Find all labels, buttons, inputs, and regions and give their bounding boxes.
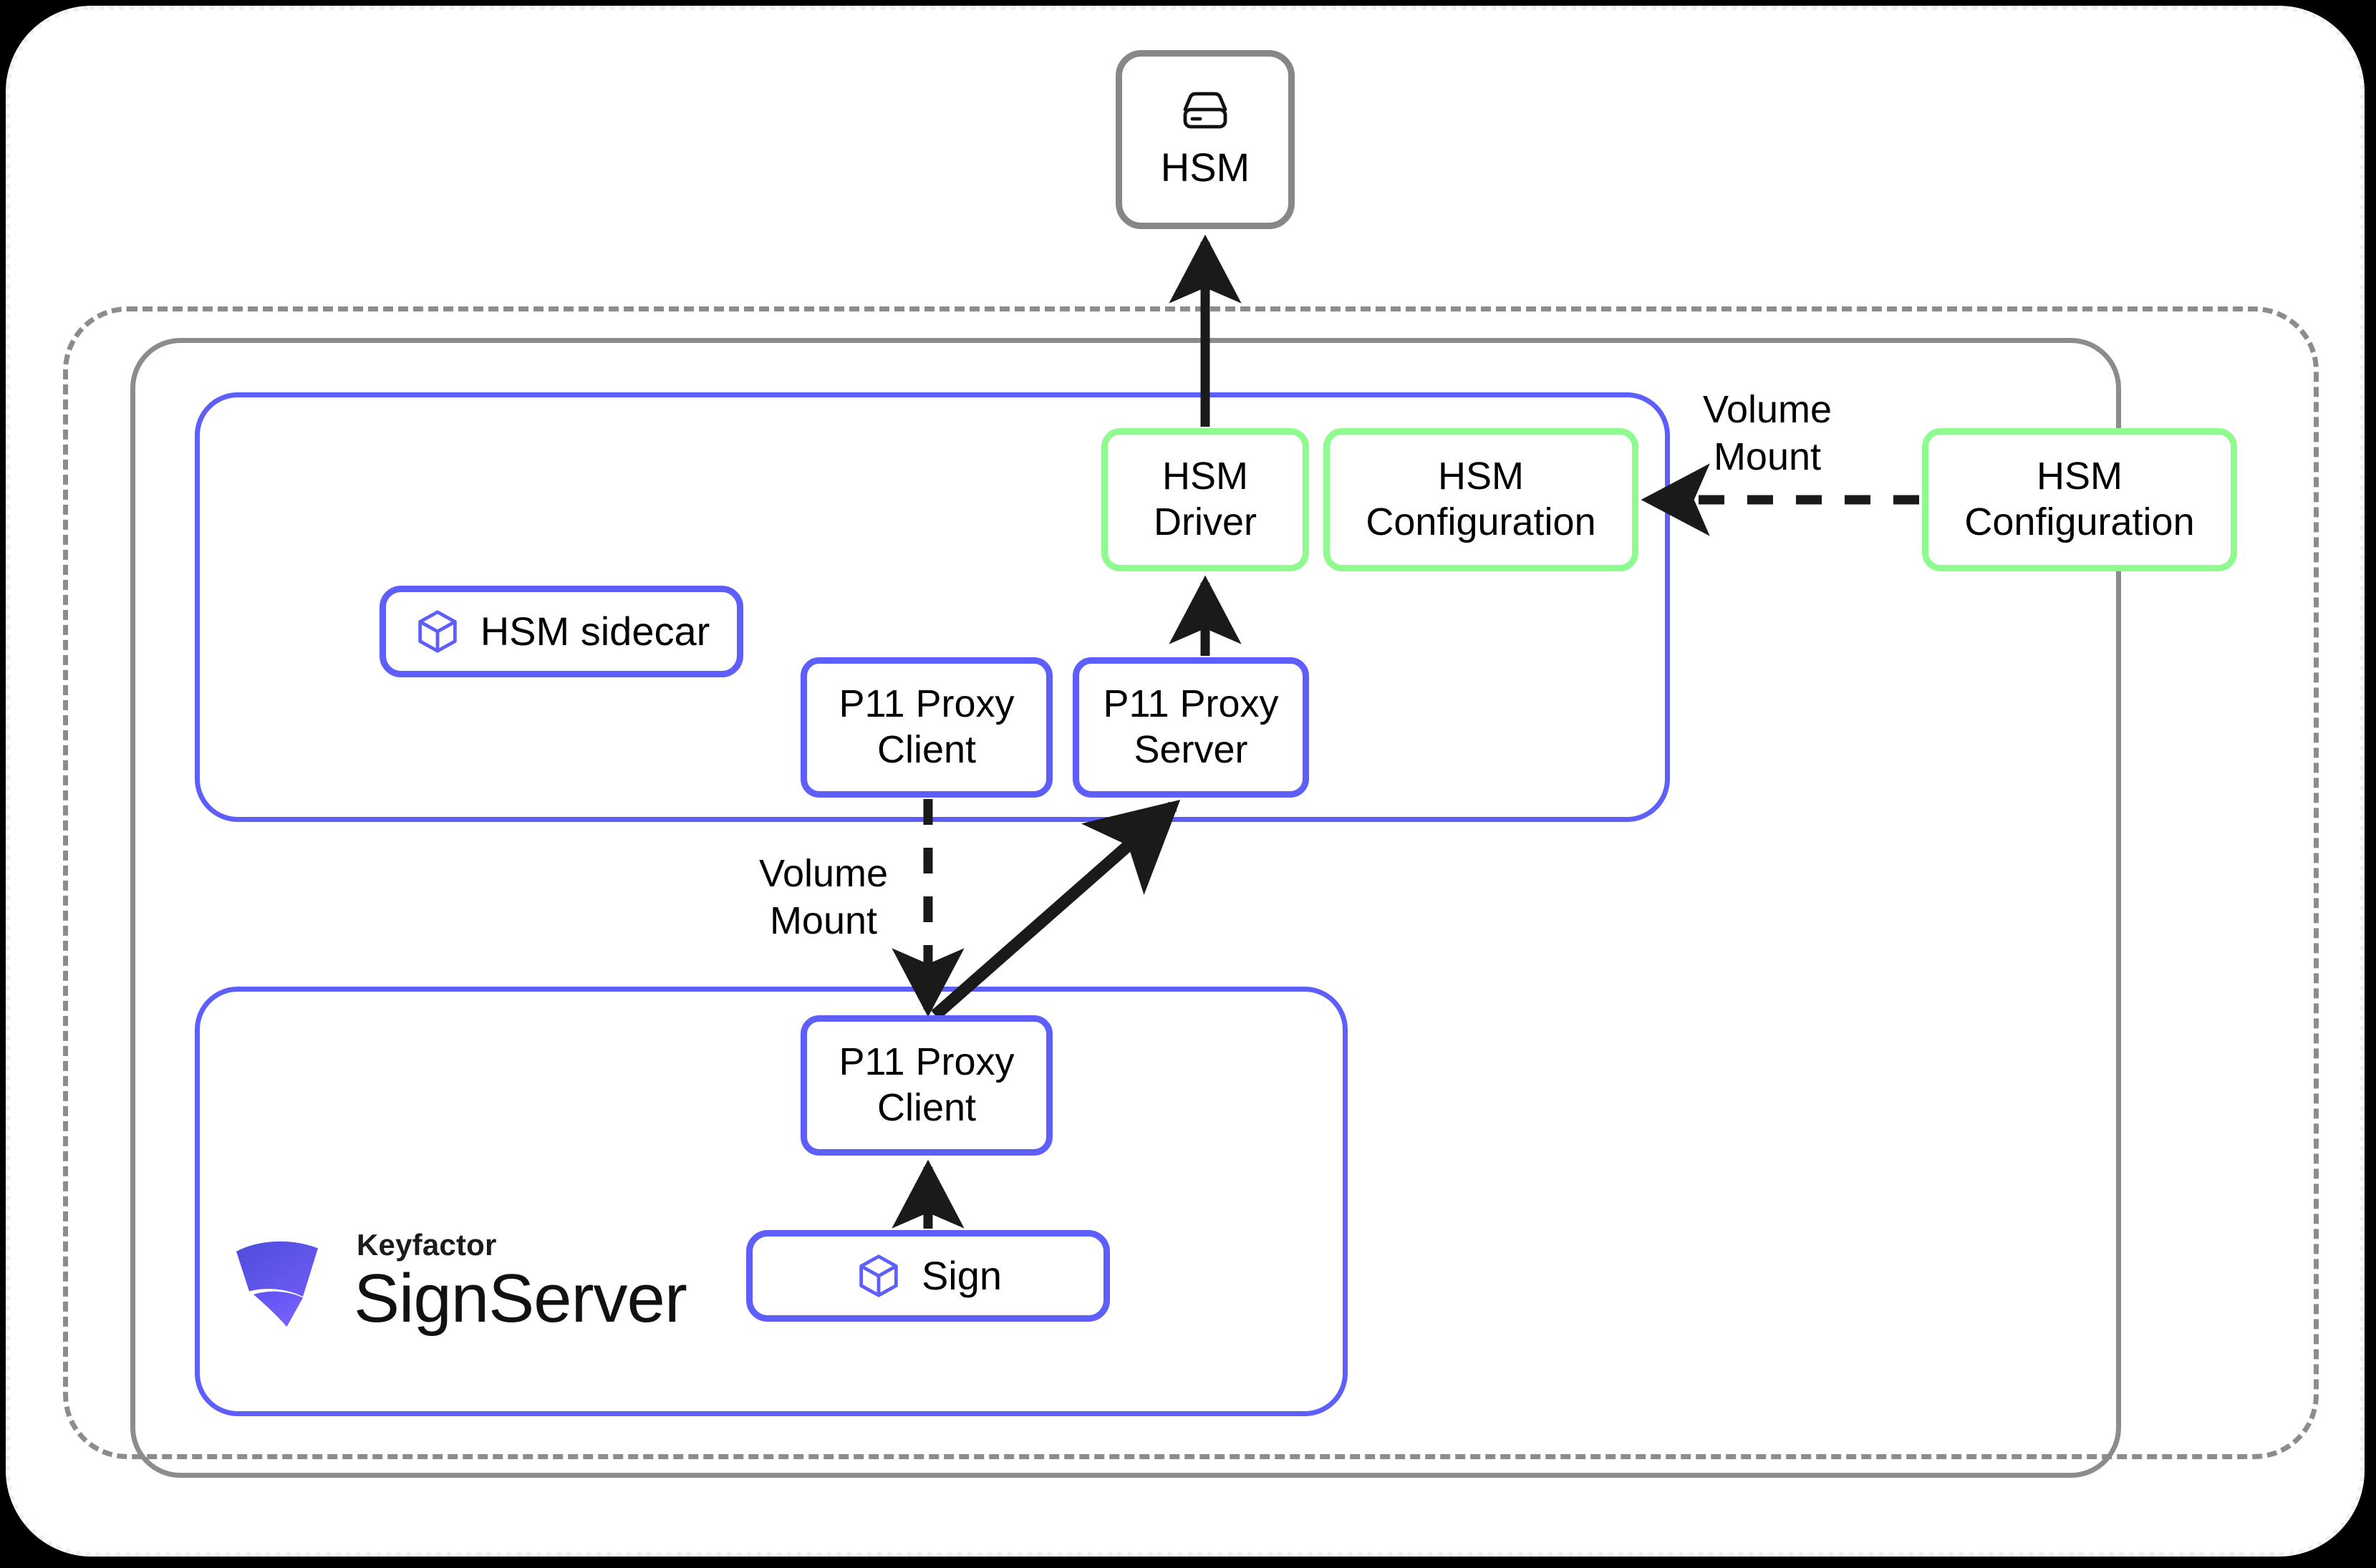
- node-hsm-driver[interactable]: HSM Driver: [1101, 428, 1309, 571]
- node-hsm-label: HSM: [1160, 144, 1250, 190]
- node-hsm-configuration-inner-label: HSM Configuration: [1366, 455, 1596, 543]
- brand-signserver: SignServer: [354, 1260, 687, 1337]
- server-icon: [1183, 92, 1227, 129]
- node-p11-proxy-server-label: P11 Proxy Server: [1103, 682, 1279, 771]
- keyfactor-signserver-logo: Keyfactor SignServer: [228, 1217, 715, 1346]
- node-sign-label: Sign: [921, 1252, 1003, 1298]
- node-hsm[interactable]: HSM: [1116, 50, 1295, 229]
- node-hsm-driver-label: HSM Driver: [1154, 455, 1257, 543]
- cube-icon: [859, 1254, 898, 1297]
- signserver-group-container: [195, 987, 1348, 1416]
- brand-keyfactor: Keyfactor: [357, 1228, 497, 1262]
- node-p11-proxy-client-sidecar[interactable]: P11 Proxy Client: [801, 657, 1053, 798]
- node-p11-proxy-client-signserver-label: P11 Proxy Client: [839, 1040, 1015, 1129]
- node-sign[interactable]: Sign: [746, 1230, 1110, 1322]
- pod-solid-container: [130, 338, 2121, 1478]
- node-hsm-configuration-external-label: HSM Configuration: [1964, 455, 2195, 543]
- node-hsm-sidecar-label: HSM sidecar: [480, 608, 710, 654]
- node-p11-proxy-client-sidecar-label: P11 Proxy Client: [839, 682, 1015, 771]
- keyfactor-fan-mark-icon: [236, 1241, 318, 1327]
- node-p11-proxy-client-signserver[interactable]: P11 Proxy Client: [801, 1015, 1053, 1156]
- node-p11-proxy-server[interactable]: P11 Proxy Server: [1073, 657, 1309, 798]
- host-dashed-container: [63, 306, 2319, 1459]
- edge-label-volume-mount-middle: Volume Mount: [758, 852, 889, 942]
- keyfactor-wordmark: Keyfactor SignServer: [354, 1230, 687, 1333]
- node-hsm-configuration-external[interactable]: HSM Configuration: [1922, 428, 2237, 571]
- cube-icon: [417, 610, 457, 653]
- node-hsm-sidecar[interactable]: HSM sidecar: [380, 586, 743, 677]
- node-hsm-configuration-inner[interactable]: HSM Configuration: [1323, 428, 1638, 571]
- edge-label-volume-mount-right: Volume Mount: [1702, 388, 1832, 478]
